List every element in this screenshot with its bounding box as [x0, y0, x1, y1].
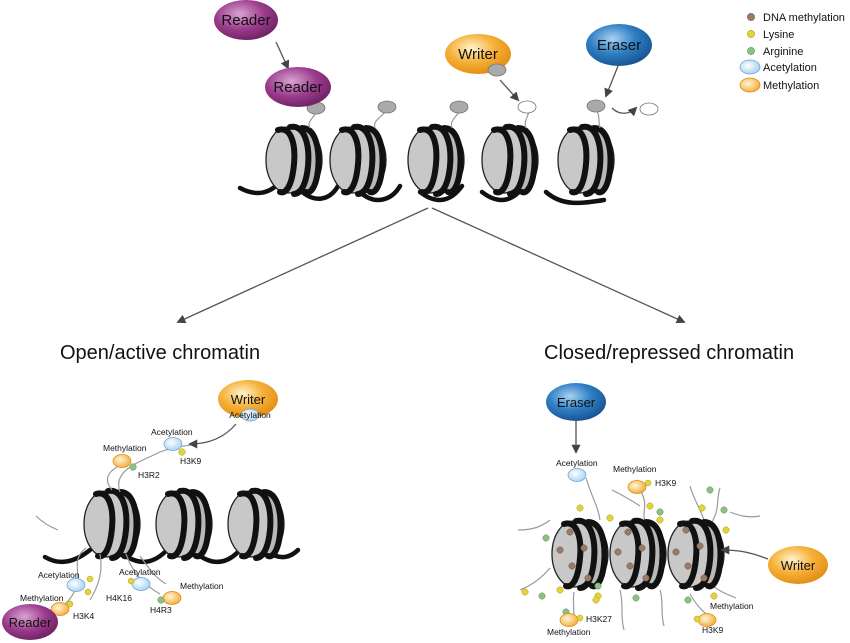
- open-writer-mark-label: Acetylation: [229, 410, 271, 420]
- open-reader: Reader: [2, 604, 58, 640]
- top-nucleosome-1: [266, 127, 322, 194]
- open-h3r2-label: H3R2: [138, 470, 160, 480]
- closed-lysine-dots: [521, 502, 730, 604]
- open-lysine-h3k9: [178, 448, 186, 456]
- open-acetylation-1-mark: [163, 437, 183, 451]
- open-methylation-3-mark: [162, 591, 182, 605]
- closed-writer-label: Writer: [781, 558, 816, 573]
- legend: DNA methylation Lysine Arginine Acetylat…: [739, 12, 845, 93]
- open-arginine-h3r2: [129, 463, 137, 471]
- open-lysine-dot-1: [86, 575, 94, 583]
- open-writer-arrow: [188, 423, 237, 449]
- open-lysine-h4k16: [127, 577, 135, 585]
- closed-lysine-h3k9-bottom: [693, 615, 701, 623]
- closed-eraser-label: Eraser: [557, 395, 596, 410]
- top-nucleosome-3: [408, 127, 464, 194]
- top-nucleosome-2: [330, 127, 386, 194]
- open-arginine-h4r3: [157, 596, 165, 604]
- top-nucleosome-4: [482, 127, 538, 194]
- closed-methylation-2-label: Methylation: [710, 601, 754, 611]
- legend-dna-methylation-label: DNA methylation: [763, 12, 845, 24]
- open-nucleosome-3: [228, 491, 284, 558]
- open-h4k16-label: H4K16: [106, 593, 132, 603]
- closed-lysine-h3k9-top: [644, 479, 652, 487]
- legend-arginine-swatch: [747, 47, 755, 55]
- open-acetylation-2-mark: [66, 578, 86, 592]
- legend-dna-methylation-swatch: [747, 13, 755, 21]
- top-writer-arrow: [499, 79, 520, 102]
- open-writer-label: Writer: [231, 392, 266, 407]
- legend-acetylation-swatch: [739, 59, 761, 75]
- legend-lysine-swatch: [747, 30, 755, 38]
- top-eraser-label: Eraser: [597, 37, 641, 54]
- closed-methylation-1-mark: [627, 480, 647, 494]
- open-lysine-h3k4: [66, 600, 74, 608]
- top-reader-arrow: [275, 41, 290, 70]
- open-acetylation-3-label: Acetylation: [119, 567, 161, 577]
- top-mark-removed: [639, 102, 659, 116]
- open-h3k4-label: H3K4: [73, 611, 95, 621]
- top-mark-5: [586, 99, 606, 113]
- open-acetylation-1-label: Acetylation: [151, 427, 193, 437]
- open-nucleosome-1: [84, 491, 140, 558]
- legend-lysine-label: Lysine: [763, 29, 794, 41]
- closed-eraser: Eraser: [546, 383, 606, 421]
- top-nucleosome-5: [558, 127, 614, 194]
- open-reader-label: Reader: [9, 615, 52, 630]
- legend-arginine-label: Arginine: [763, 46, 803, 58]
- open-writer: Writer Acetylation: [218, 380, 278, 422]
- open-nucleosome-2: [156, 491, 212, 558]
- top-reader-free: Reader: [214, 0, 278, 40]
- top-mark-3: [449, 100, 469, 114]
- open-writer-acetylation-mark: [240, 408, 260, 422]
- open-methylation-3-label: Methylation: [180, 581, 224, 591]
- open-methylation-2-label: Methylation: [20, 593, 64, 603]
- top-mark-2: [377, 100, 397, 114]
- closed-lysine-h3k27: [576, 614, 584, 622]
- closed-writer-arrow: [720, 545, 769, 560]
- top-eraser: Eraser: [586, 24, 652, 66]
- open-methylation-2-mark: [50, 602, 70, 616]
- open-lysine-dot-2: [84, 588, 92, 596]
- top-eraser-arrow: [604, 65, 619, 98]
- closed-methylation-3-label: Methylation: [547, 627, 591, 637]
- open-methylation-1-label: Methylation: [103, 443, 147, 453]
- top-reader-bound-label: Reader: [273, 79, 322, 96]
- open-chromatin-heading: Open/active chromatin: [60, 342, 260, 364]
- closed-dna-methylation-dots: [556, 526, 708, 582]
- open-h4r3-label: H4R3: [150, 605, 172, 615]
- open-methylation-1-mark: [112, 454, 132, 468]
- top-dna-strand: [237, 181, 607, 206]
- top-removal-arrow: [611, 106, 638, 117]
- open-acetylation-2-label: Acetylation: [38, 570, 80, 580]
- closed-acetylation-label: Acetylation: [556, 458, 598, 468]
- legend-methylation-swatch: [739, 77, 761, 93]
- closed-h3k9-bottom-label: H3K9: [702, 625, 724, 635]
- top-mark-4: [517, 100, 537, 114]
- top-writer-label: Writer: [458, 46, 498, 63]
- open-h3k9-label: H3K9: [180, 456, 202, 466]
- top-writer: Writer: [445, 34, 511, 77]
- legend-methylation-label: Methylation: [763, 80, 819, 92]
- closed-h3k27-label: H3K27: [586, 614, 612, 624]
- branch-arrow-open: [176, 207, 429, 324]
- top-writer-held-mark: [487, 63, 507, 77]
- legend-acetylation-label: Acetylation: [763, 62, 817, 74]
- top-chromatin-fiber: [237, 99, 659, 206]
- closed-h3k9-top-label: H3K9: [655, 478, 677, 488]
- open-acetylation-3-mark: [131, 577, 151, 591]
- closed-methylation-3-mark: [559, 613, 579, 627]
- closed-nucleosome-1: [552, 521, 608, 588]
- closed-acetylation-mark: [567, 468, 587, 482]
- closed-methylation-1-label: Methylation: [613, 464, 657, 474]
- top-reader-bound: Reader: [265, 67, 331, 107]
- closed-writer: Writer: [768, 546, 828, 584]
- closed-chromatin-heading: Closed/repressed chromatin: [544, 342, 794, 364]
- branch-arrow-closed: [431, 207, 686, 324]
- top-reader-free-label: Reader: [221, 12, 270, 29]
